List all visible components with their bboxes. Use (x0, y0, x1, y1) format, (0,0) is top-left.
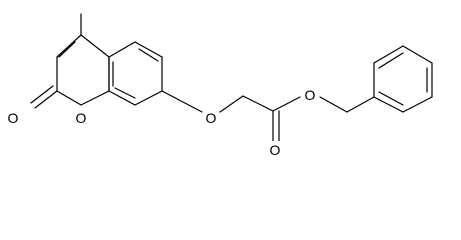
bond (56, 90, 82, 106)
bond (272, 96, 301, 112)
bond (108, 90, 136, 106)
atom-label: O (206, 110, 217, 126)
bond (402, 45, 433, 64)
bond (219, 95, 244, 113)
carbonyl-oxygen-atom: O (5, 109, 21, 127)
bond (373, 45, 404, 64)
bond (161, 90, 203, 113)
bond (56, 34, 82, 58)
bond (80, 34, 110, 58)
bond (378, 52, 404, 69)
molecule-structure: O O O O O (5, 13, 433, 159)
bond (138, 48, 159, 62)
ester-carbonyl-oxygen-atom: O (267, 141, 283, 159)
ring-oxygen-atom: O (73, 109, 89, 127)
bond (114, 87, 136, 99)
atom-label: O (305, 87, 316, 103)
bond (134, 41, 163, 58)
bond (30, 85, 54, 104)
bond (34, 90, 58, 109)
bond (378, 91, 404, 106)
bond (346, 96, 375, 113)
bond (108, 41, 136, 58)
bond (134, 90, 163, 106)
ester-oxygen-atom: O (302, 86, 318, 104)
bond (319, 96, 348, 113)
bond (373, 96, 404, 113)
bond (58, 41, 76, 58)
bond (242, 95, 274, 112)
ether-oxygen-atom: O (203, 109, 219, 127)
bond (80, 90, 110, 106)
atom-label: O (76, 110, 87, 126)
atom-label-layer: O O O O O (5, 86, 318, 159)
bond-layer (30, 13, 433, 142)
atom-label: O (270, 142, 281, 158)
bond (402, 96, 433, 113)
atom-label: O (8, 110, 19, 126)
